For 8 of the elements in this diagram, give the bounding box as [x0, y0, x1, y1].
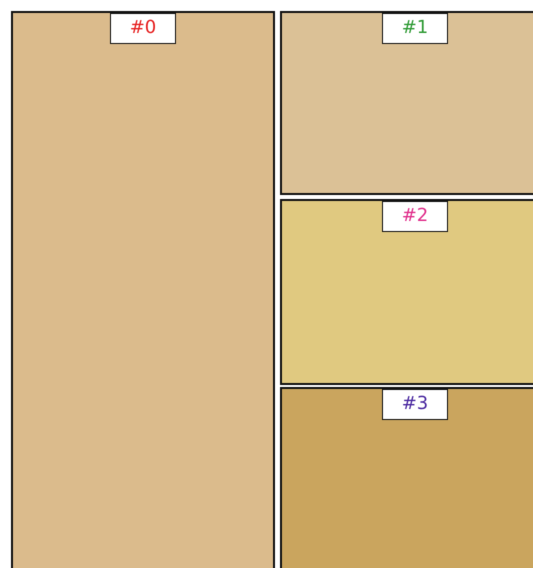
panel [280, 199, 533, 385]
panel [11, 11, 275, 568]
panel-label: #0 [110, 13, 176, 44]
panel [280, 387, 533, 568]
panel [280, 11, 533, 195]
panel-label: #1 [382, 13, 448, 44]
panel-label: #3 [382, 389, 448, 420]
panel-label: #2 [382, 201, 448, 232]
